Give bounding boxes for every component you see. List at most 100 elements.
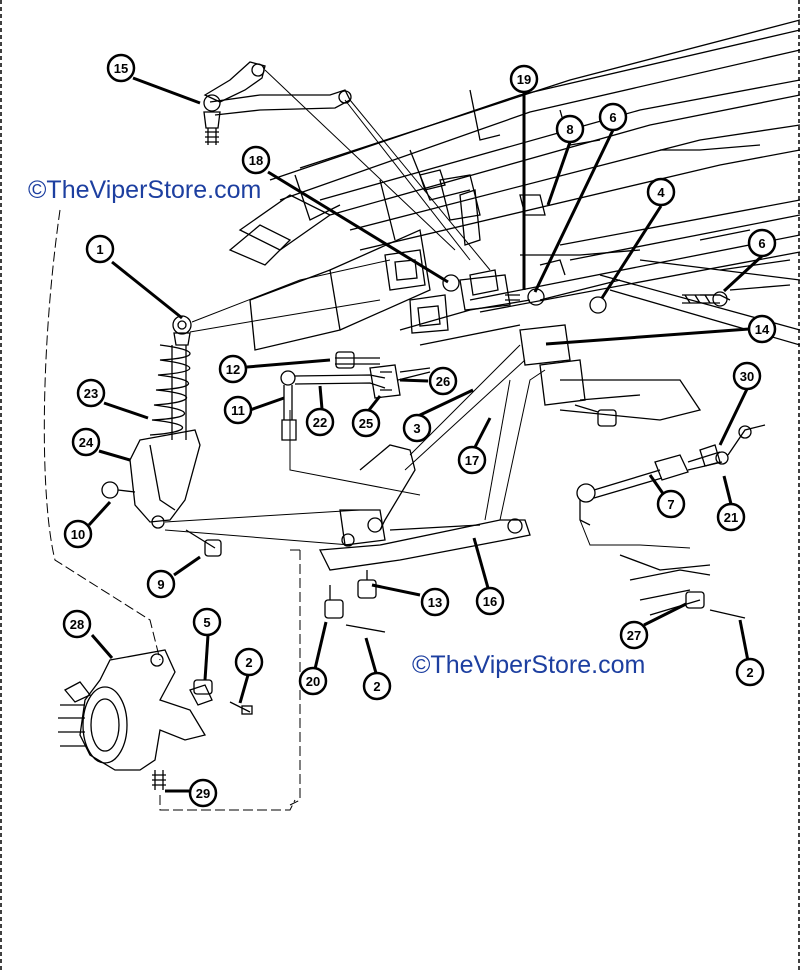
callout-number: 18 [249, 153, 263, 168]
callout-6: 6 [747, 228, 777, 258]
callout-number: 2 [373, 679, 380, 694]
callout-number: 4 [657, 185, 665, 200]
callout-15: 15 [106, 53, 136, 83]
callout-25: 25 [351, 408, 381, 438]
upper-mount-hardware [419, 169, 728, 314]
callout-circle [71, 427, 101, 457]
callout-9: 9 [146, 569, 176, 599]
callout-number: 12 [226, 362, 240, 377]
callout-number: 20 [306, 674, 320, 689]
callout-circle [305, 407, 335, 437]
frame-rails [228, 19, 800, 351]
watermark-bottom: ©TheViperStore.com [412, 651, 646, 679]
callout-circle [234, 647, 264, 677]
callout-circle [76, 378, 106, 408]
callout-number: 29 [196, 786, 210, 801]
callout-21: 21 [716, 502, 746, 532]
callout-2: 2 [234, 647, 264, 677]
callout-number: 2 [245, 655, 252, 670]
callout-circle [106, 53, 136, 83]
callout-circle [619, 620, 649, 650]
callout-circle [188, 778, 218, 808]
callout-13: 13 [420, 587, 450, 617]
callout-number: 15 [114, 61, 128, 76]
upper-control-arm [203, 61, 491, 271]
callout-circle [555, 114, 585, 144]
lower-control-arm [164, 344, 546, 806]
callout-number: 27 [627, 628, 641, 643]
callout-number: 13 [428, 595, 442, 610]
tie-rod [559, 379, 766, 619]
callout-circle [351, 408, 381, 438]
callout-circle [62, 609, 92, 639]
callout-circle [732, 361, 762, 391]
callout-number: 26 [436, 374, 450, 389]
callout-6: 6 [598, 102, 628, 132]
callout-circle [420, 587, 450, 617]
callout-number: 14 [755, 322, 770, 337]
callout-17: 17 [457, 445, 487, 475]
callout-2: 2 [735, 657, 765, 687]
callout-28: 28 [62, 609, 92, 639]
callout-11: 11 [223, 395, 253, 425]
callout-circle [747, 314, 777, 344]
callout-number: 21 [724, 510, 738, 525]
callout-8: 8 [555, 114, 585, 144]
callout-number: 24 [79, 435, 94, 450]
callout-number: 23 [84, 386, 98, 401]
callout-number: 6 [758, 236, 765, 251]
steering-knuckle [43, 209, 300, 811]
callout-4: 4 [646, 177, 676, 207]
callout-1: 1 [85, 234, 115, 264]
callout-10: 10 [63, 519, 93, 549]
callout-circle [747, 228, 777, 258]
callout-3: 3 [402, 413, 432, 443]
callout-circle [509, 64, 539, 94]
drawing-lines [43, 19, 800, 811]
callout-number: 11 [231, 403, 245, 418]
callout-16: 16 [475, 586, 505, 616]
callout-number: 7 [667, 497, 674, 512]
callout-number: 16 [483, 594, 497, 609]
watermark-top: ©TheViperStore.com [28, 176, 262, 204]
callout-number: 30 [740, 369, 754, 384]
callout-circle [402, 413, 432, 443]
coil-over-shock [101, 259, 391, 557]
callout-19: 19 [509, 64, 539, 94]
callout-24: 24 [71, 427, 101, 457]
callout-circle [146, 569, 176, 599]
callout-number: 3 [413, 421, 420, 436]
callout-number: 5 [203, 615, 210, 630]
callout-number: 10 [71, 527, 85, 542]
callout-circle [241, 145, 271, 175]
callout-circle [428, 366, 458, 396]
callout-circle [63, 519, 93, 549]
callout-number: 1 [96, 242, 103, 257]
callout-circle [457, 445, 487, 475]
callout-circle [85, 234, 115, 264]
callout-number: 22 [313, 415, 327, 430]
callout-number: 9 [157, 577, 164, 592]
callout-circle [298, 666, 328, 696]
callout-23: 23 [76, 378, 106, 408]
callout-circle [218, 354, 248, 384]
callout-14: 14 [747, 314, 777, 344]
callout-number: 25 [359, 416, 373, 431]
callout-12: 12 [218, 354, 248, 384]
callout-29: 29 [188, 778, 218, 808]
callout-number: 6 [609, 110, 616, 125]
callout-5: 5 [192, 607, 222, 637]
callout-circle [735, 657, 765, 687]
callout-circle [656, 489, 686, 519]
callout-27: 27 [619, 620, 649, 650]
callout-number: 8 [566, 122, 573, 137]
callout-7: 7 [656, 489, 686, 519]
callout-circle [716, 502, 746, 532]
callout-26: 26 [428, 366, 458, 396]
callout-22: 22 [305, 407, 335, 437]
callout-number: 19 [517, 72, 531, 87]
callout-30: 30 [732, 361, 762, 391]
callout-number: 28 [70, 617, 84, 632]
